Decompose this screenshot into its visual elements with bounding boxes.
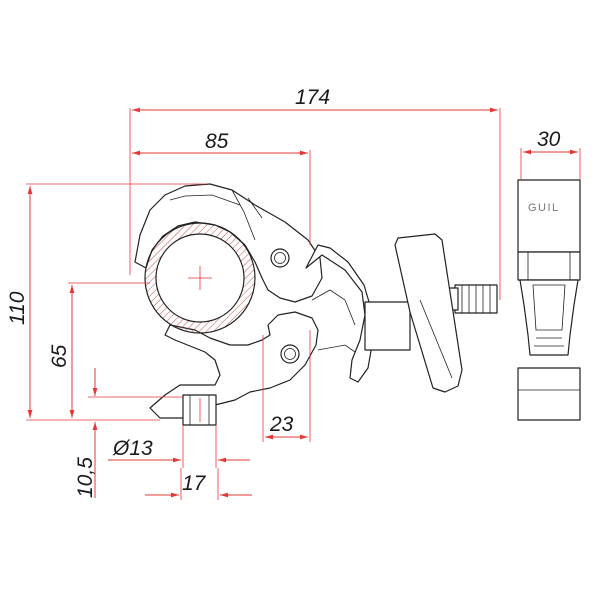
- tension-screw: [364, 284, 498, 351]
- front-body-base: [517, 367, 581, 421]
- mounting-bolt: [182, 394, 217, 426]
- tube-section: [144, 222, 256, 334]
- dimension-bolt-diameter: Ø13: [108, 425, 250, 468]
- label-width: 30: [537, 128, 561, 151]
- pivot-pin-lower: [280, 344, 300, 364]
- dimension-bolt-spacing: 17: [145, 468, 252, 500]
- dimension-height: 110: [6, 183, 205, 421]
- dimension-body-offset: 23: [262, 330, 311, 442]
- clamp-lever: [305, 244, 373, 383]
- adjustment-knob: [394, 233, 463, 393]
- dimension-tube-center: 65: [48, 282, 150, 418]
- label-jaw-length: 85: [205, 130, 229, 153]
- front-body-top: [517, 179, 581, 253]
- label-overall-length: 174: [295, 86, 330, 109]
- dimension-width: 30: [520, 128, 581, 180]
- clamp-front-view: GUIL: [517, 179, 581, 421]
- clamp-body: [149, 311, 319, 419]
- clamp-side-view: [134, 183, 498, 426]
- clamp-jaw: [134, 183, 323, 303]
- label-bolt-spacing: 17: [182, 472, 207, 495]
- label-height: 110: [6, 291, 29, 325]
- label-bolt-height: 10,5: [74, 457, 97, 498]
- dimension-jaw-length: 85: [132, 130, 311, 245]
- label-bolt-diameter: Ø13: [112, 437, 153, 460]
- label-tube-center: 65: [48, 344, 71, 368]
- pivot-pin-upper: [270, 248, 290, 268]
- dimension-bolt-height: 10,5: [74, 368, 184, 498]
- front-body-lower: [519, 279, 579, 356]
- front-body-mid: [517, 251, 581, 281]
- dimension-overall-length: 174: [129, 86, 501, 300]
- brand-logo: GUIL: [528, 202, 560, 214]
- label-body-offset: 23: [269, 413, 294, 436]
